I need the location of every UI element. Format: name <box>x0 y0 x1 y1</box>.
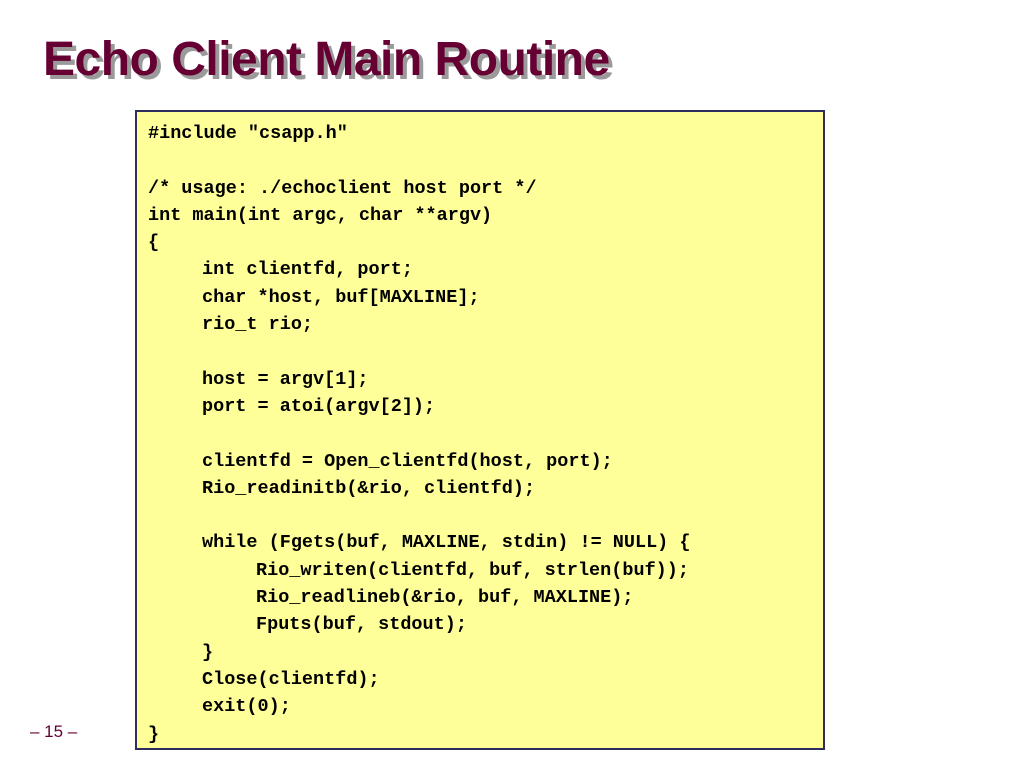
code-line-port-assign: port = atoi(argv[2]); <box>202 395 436 417</box>
code-line-host-assign: host = argv[1]; <box>202 368 369 390</box>
slide-title: Echo Client Main Routine <box>43 33 610 86</box>
code-line-while-close-brace: } <box>202 641 214 663</box>
code-line-readinitb: Rio_readinitb(&rio, clientfd); <box>202 477 536 499</box>
code-line-blank <box>148 420 823 447</box>
code-line-blank <box>148 502 823 529</box>
code-line-blank <box>148 147 823 174</box>
code-line-include: #include "csapp.h" <box>148 123 348 144</box>
code-line-usage-comment: /* usage: ./echoclient host port */ <box>148 177 537 199</box>
code-line-fputs: Fputs(buf, stdout); <box>256 614 467 636</box>
code-listing: #include "csapp.h" /* usage: ./echoclien… <box>135 110 825 750</box>
code-line-int-decl: int clientfd, port; <box>202 259 413 281</box>
code-line-open-brace: { <box>148 232 160 254</box>
code-line-rio-decl: rio_t rio; <box>202 314 314 336</box>
code-line-open-clientfd: clientfd = Open_clientfd(host, port); <box>202 450 613 472</box>
code-line-while: while (Fgets(buf, MAXLINE, stdin) != NUL… <box>202 532 691 554</box>
code-line-writen: Rio_writen(clientfd, buf, strlen(buf)); <box>256 559 689 581</box>
code-line-blank <box>148 338 823 365</box>
code-line-readlineb: Rio_readlineb(&rio, buf, MAXLINE); <box>256 587 634 609</box>
code-line-main-signature: int main(int argc, char **argv) <box>148 204 493 226</box>
code-line-char-decl: char *host, buf[MAXLINE]; <box>202 286 480 308</box>
code-line-close: Close(clientfd); <box>202 668 380 690</box>
page-number: – 15 – <box>30 722 78 741</box>
code-line-close-brace: } <box>148 723 160 745</box>
code-line-exit: exit(0); <box>202 696 291 718</box>
